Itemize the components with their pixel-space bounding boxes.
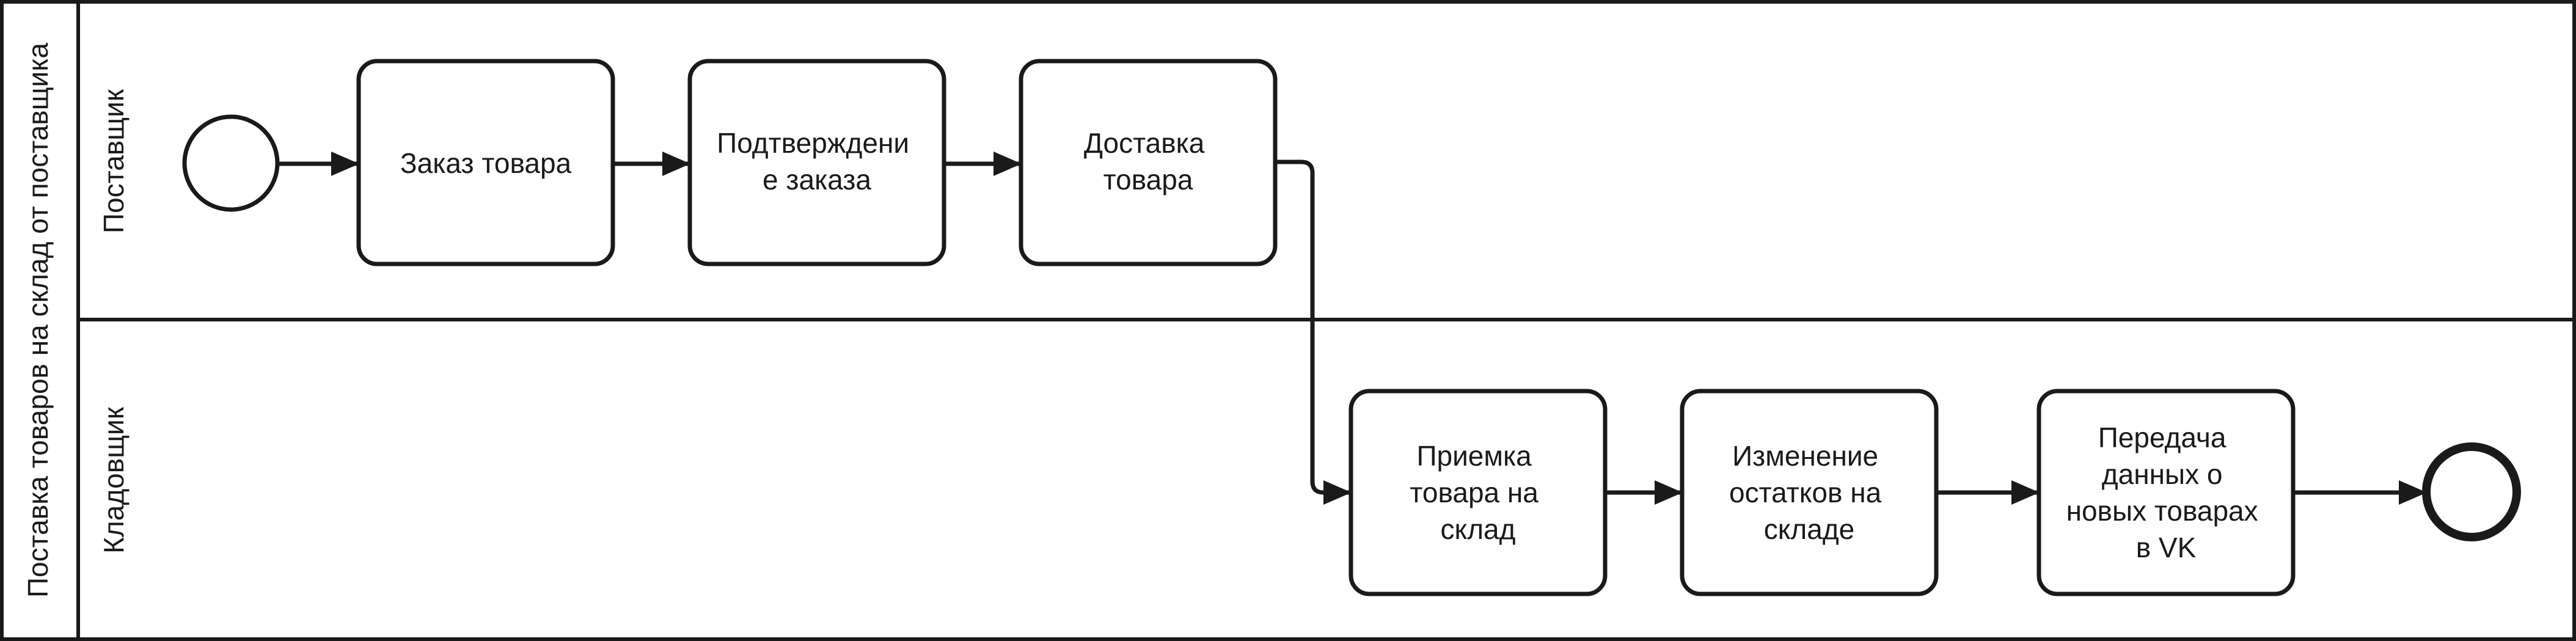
task-label-line: е заказа — [763, 164, 871, 196]
lane-storekeeper: Кладовщик — [98, 406, 130, 554]
pool-title: Поставка товаров на склад от поставщика — [22, 43, 54, 598]
task-label-line: Изменение — [1732, 440, 1878, 472]
task-label: Изменение остатков на складе — [1729, 440, 1889, 545]
task-label-line: товара на — [1410, 477, 1539, 508]
task-label-line: Доставка — [1084, 127, 1205, 159]
sequence-flows — [279, 152, 2427, 505]
lane-label-storekeeper: Кладовщик — [98, 406, 130, 554]
end-event-circle — [2422, 442, 2521, 541]
task-box — [687, 59, 946, 266]
task-label: Передача данных о новых товарах в VK — [2066, 422, 2266, 563]
task-box — [2036, 389, 2296, 596]
task-label-line: Заказ товара — [400, 147, 572, 179]
task-box — [356, 59, 615, 266]
task-label-line: Подтверждени — [717, 127, 909, 159]
task-transfer: Передача данных о новых товарах в VK — [2036, 389, 2296, 596]
start-event — [182, 114, 280, 212]
task-label: Заказ товара — [400, 147, 572, 179]
lane-label-supplier: Поставщик — [98, 89, 130, 233]
task-label-line: в VK — [2136, 532, 2197, 563]
task-receive: Приемка товара на склад — [1348, 389, 1608, 596]
end-event — [2422, 442, 2521, 541]
task-label-line: остатков на — [1729, 477, 1882, 508]
task-label: Приемка товара на склад — [1410, 440, 1546, 545]
task-label-line: товара — [1103, 164, 1193, 196]
start-event-circle — [182, 114, 280, 212]
task-label: Доставка товара — [1084, 127, 1212, 196]
task-label-line: складе — [1764, 513, 1855, 545]
task-label: Подтверждени е заказа — [717, 127, 917, 196]
task-label-line: Приемка — [1416, 440, 1532, 472]
task-deliver: Доставка товара — [1019, 59, 1278, 266]
task-label-line: новых товарах — [2066, 495, 2258, 527]
task-label-line: Передача — [2098, 422, 2227, 453]
task-confirm: Подтверждени е заказа — [687, 59, 946, 266]
flow-deliver-to-receive — [1276, 159, 1352, 505]
task-box — [1680, 389, 1939, 596]
task-order: Заказ товара — [356, 59, 615, 266]
task-update: Изменение остатков на складе — [1680, 389, 1939, 596]
task-box — [1019, 59, 1278, 266]
lane-supplier: Поставщик — [98, 89, 130, 233]
task-label-line: склад — [1441, 513, 1516, 545]
task-label-line: данных о — [2102, 458, 2223, 490]
task-box — [1348, 389, 1608, 596]
